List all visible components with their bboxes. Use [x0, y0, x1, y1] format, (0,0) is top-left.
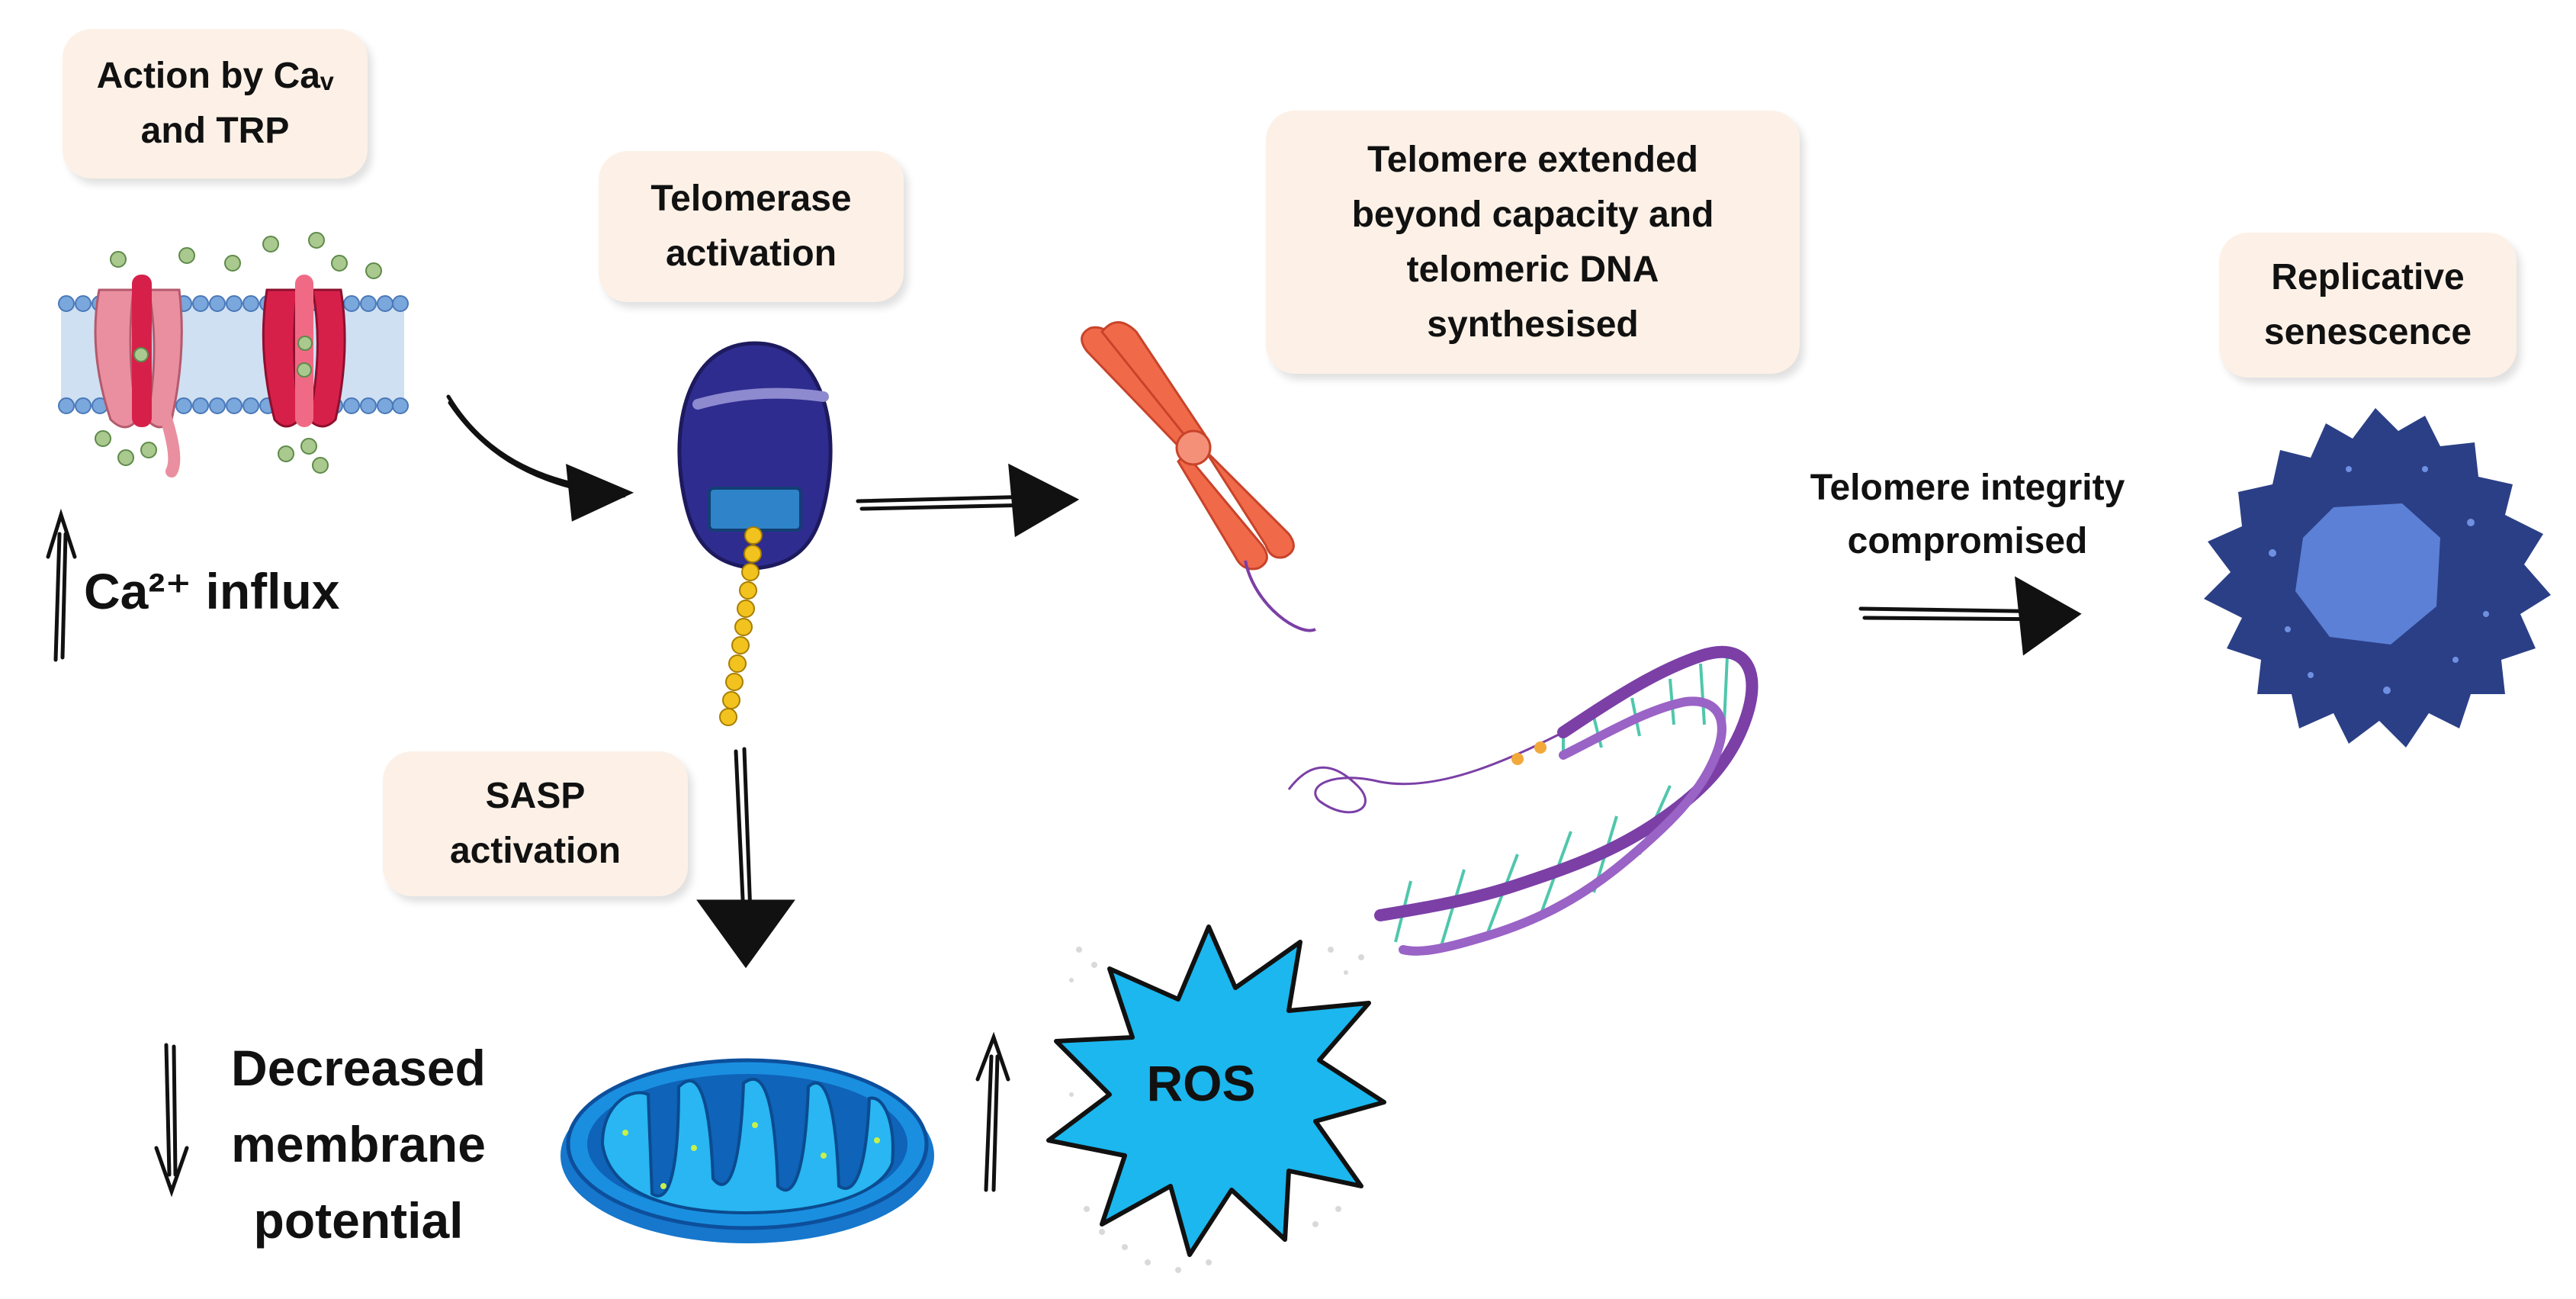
sasp-activation-label: SASP activation	[383, 751, 688, 896]
chromosome-icon	[1071, 317, 1316, 637]
curved-arrow-icon	[446, 394, 634, 522]
right-arrow-icon	[1858, 576, 2082, 656]
decreased-membrane-potential-label: Decreased membrane potential	[231, 1040, 486, 1249]
down-arrow-icon	[154, 1043, 189, 1198]
replicative-senescence-label: Replicative senescence	[2219, 233, 2517, 378]
telomerase-icon	[667, 336, 843, 732]
mitochondrion-icon	[557, 1041, 938, 1247]
ros-burst-icon	[1026, 904, 1392, 1278]
calcium-ions	[95, 232, 382, 474]
telomerase-activation-label: Telomerase activation	[599, 151, 904, 302]
cav-channel	[94, 275, 183, 477]
down-arrow-icon	[696, 747, 795, 969]
ca-influx-label: Ca²⁺ influx	[84, 563, 340, 619]
dna-helix-icon	[1287, 503, 1777, 956]
ros-label: ROS	[1146, 1055, 1256, 1111]
up-arrow-icon	[46, 508, 77, 662]
action-by-cav-trp-label: Action by Caᵥ and TRP	[63, 29, 368, 178]
up-arrow-icon	[975, 1031, 1010, 1192]
ion-channel-membrane-icon	[57, 229, 409, 481]
telomere-integrity-label: Telomere integrity compromised	[1810, 468, 2125, 561]
senescent-cell-icon	[2196, 400, 2555, 751]
trp-channel	[262, 275, 346, 428]
right-arrow-icon	[856, 463, 1080, 538]
telomere-extended-label: Telomere extended beyond capacity and te…	[1266, 111, 1800, 374]
